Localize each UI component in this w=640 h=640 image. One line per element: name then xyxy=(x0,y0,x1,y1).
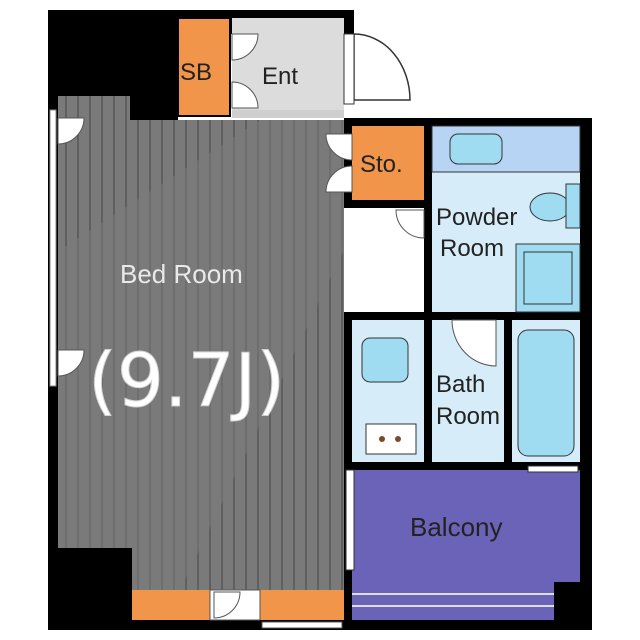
bath-door xyxy=(451,319,497,367)
shoe-box[interactable]: SB xyxy=(177,17,231,117)
bedroom-size: (9.7J) xyxy=(88,338,285,424)
balcony-label: Balcony xyxy=(410,512,503,542)
powder-room[interactable]: Powder Room xyxy=(395,125,581,313)
kitchen xyxy=(352,320,424,462)
bedroom[interactable]: Bed Room (9.7J) xyxy=(49,96,344,590)
sink-basin xyxy=(449,133,503,165)
storage[interactable]: Sto. xyxy=(325,126,424,200)
bath-room[interactable]: Bath Room xyxy=(432,319,580,462)
bottom-strip xyxy=(132,589,344,629)
balcony-window xyxy=(527,465,579,473)
balcony-door-frame xyxy=(345,469,355,571)
shoe-box-label: SB xyxy=(180,59,212,86)
front-door[interactable] xyxy=(353,33,411,101)
powder-room-line1: Powder xyxy=(436,204,517,231)
entrance-label: Ent xyxy=(262,63,298,90)
left-door-lower xyxy=(57,349,85,377)
toilet-tank xyxy=(565,183,581,229)
closet-door-upper xyxy=(231,33,259,61)
entrance[interactable]: Ent xyxy=(231,18,411,118)
kitchen-sink xyxy=(361,337,409,383)
closet-door-lower xyxy=(231,81,259,109)
bottom-door xyxy=(213,591,241,619)
bedroom-floor-shade xyxy=(60,120,344,590)
powder-door xyxy=(395,209,425,239)
bath-room-line2: Room xyxy=(436,403,500,430)
storage-door-upper xyxy=(325,133,353,161)
bath-room-line1: Bath xyxy=(436,371,485,398)
entrance-step xyxy=(232,110,344,118)
storage-label: Sto. xyxy=(360,151,403,178)
left-window xyxy=(49,109,57,387)
bedroom-label: Bed Room xyxy=(120,259,243,289)
left-door-upper xyxy=(57,117,85,145)
toilet-bowl xyxy=(529,192,571,222)
storage-door-lower xyxy=(325,165,353,193)
powder-room-line2: Room xyxy=(440,235,504,262)
stove xyxy=(365,423,417,455)
balcony-rail xyxy=(352,582,554,620)
balcony[interactable]: Balcony xyxy=(345,469,580,620)
